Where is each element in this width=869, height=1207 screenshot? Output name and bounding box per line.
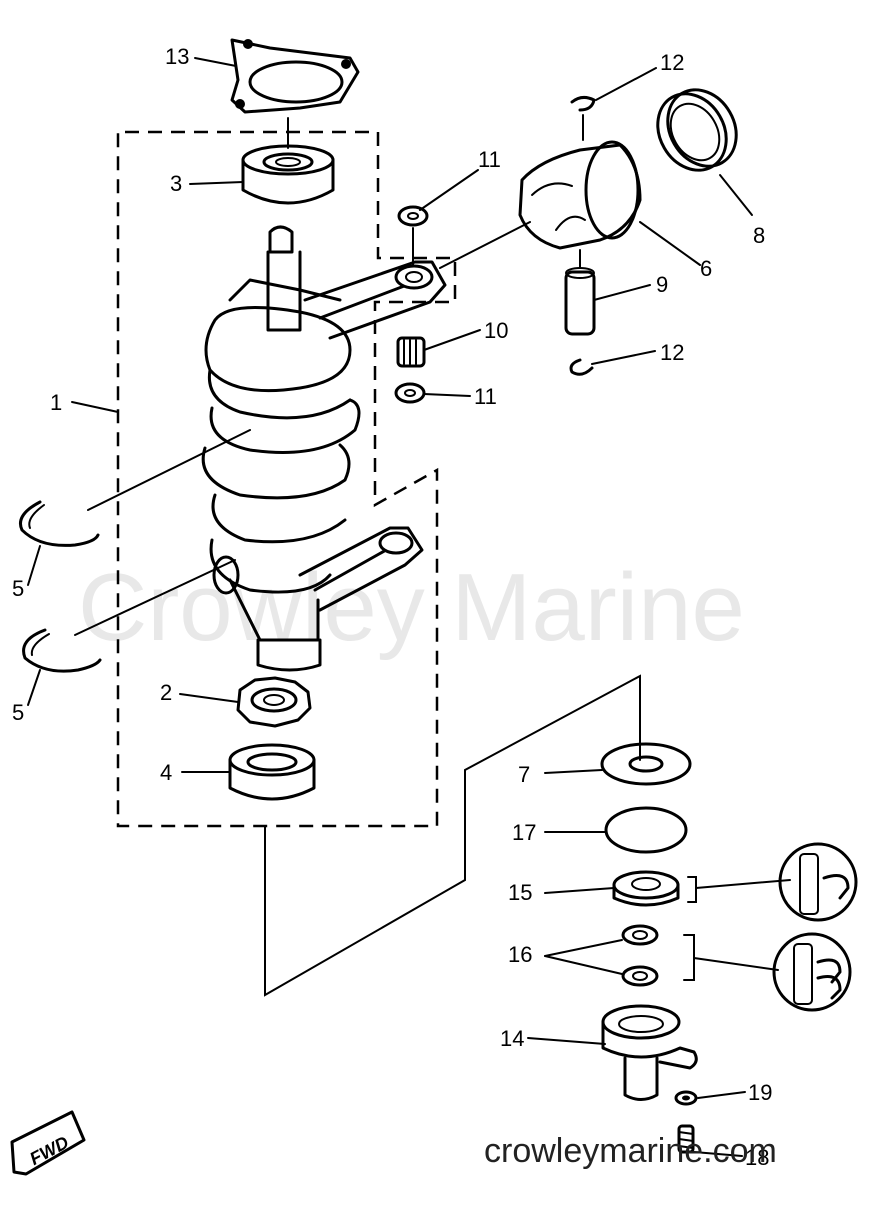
part-19-small-washer[interactable] (674, 1090, 698, 1106)
part-16-seals[interactable] (544, 924, 779, 987)
part-9-piston-pin[interactable] (564, 249, 596, 336)
part-2-gear[interactable] (236, 676, 312, 728)
part-14-housing[interactable] (601, 1004, 698, 1101)
callout-4: 4 (160, 760, 172, 785)
part-13-gasket[interactable] (230, 38, 360, 149)
part-15-detail-bubble (778, 842, 858, 922)
callout-12-upper: 12 (660, 50, 684, 75)
site-url[interactable]: crowleymarine.com (484, 1132, 777, 1170)
callout-10: 10 (484, 318, 508, 343)
callout-5-upper: 5 (12, 576, 24, 601)
part-11-lower-washer[interactable] (394, 382, 426, 404)
callout-12-lower: 12 (660, 340, 684, 365)
callout-17: 17 (512, 820, 536, 845)
part-18-bolt[interactable] (677, 1124, 695, 1154)
part-12-upper-clip[interactable] (570, 95, 596, 141)
callout-8: 8 (753, 223, 765, 248)
callout-19: 19 (748, 1080, 772, 1105)
part-5-upper-retaining-ring[interactable] (19, 429, 251, 547)
callout-14: 14 (500, 1026, 524, 1051)
part-3-top-bearing[interactable] (241, 144, 335, 205)
upper-connecting-rod[interactable] (303, 260, 447, 340)
callout-3: 3 (170, 171, 182, 196)
callout-2: 2 (160, 680, 172, 705)
part-1-crankshaft[interactable] (201, 225, 361, 672)
fwd-direction-tag: FWD (10, 1110, 86, 1176)
part-16-detail-bubble (772, 932, 852, 1012)
callout-1: 1 (50, 390, 62, 415)
part-10-needle-bearing[interactable] (396, 336, 426, 368)
callout-6: 7 (518, 762, 530, 787)
part-6-washer[interactable] (600, 742, 692, 786)
part-11-upper-washer[interactable] (397, 205, 429, 266)
part-15-seal[interactable] (612, 870, 791, 907)
callout-13: 13 (165, 44, 189, 69)
leader-lines (27, 57, 753, 1157)
callout-18: 18 (745, 1145, 769, 1170)
callout-15: 15 (508, 880, 532, 905)
fwd-label: FWD (26, 1132, 72, 1169)
lower-connecting-rod[interactable] (298, 526, 424, 612)
watermark-text: Crowley Marine (78, 554, 745, 661)
part-5-lower-retaining-ring[interactable] (22, 559, 236, 673)
part-4-bottom-bearing[interactable] (228, 743, 316, 801)
callout-5-lower: 5 (12, 700, 24, 725)
callout-9: 9 (656, 272, 668, 297)
assembly-boundary (116, 130, 457, 828)
callout-labels: 13 3 1 2 4 5 5 11 11 10 12 12 9 6 8 7 17… (12, 44, 772, 1170)
callout-11-lower: 11 (474, 384, 497, 409)
part-12-lower-clip[interactable] (569, 358, 594, 376)
part-8-piston-rings[interactable] (644, 77, 749, 182)
callout-7: 6 (700, 256, 712, 281)
assembly-connector-line (264, 674, 641, 997)
part-17-o-ring[interactable] (604, 806, 688, 854)
callout-11-upper: 11 (478, 147, 501, 172)
callout-16: 16 (508, 942, 532, 967)
part-7-piston[interactable] (439, 140, 642, 269)
